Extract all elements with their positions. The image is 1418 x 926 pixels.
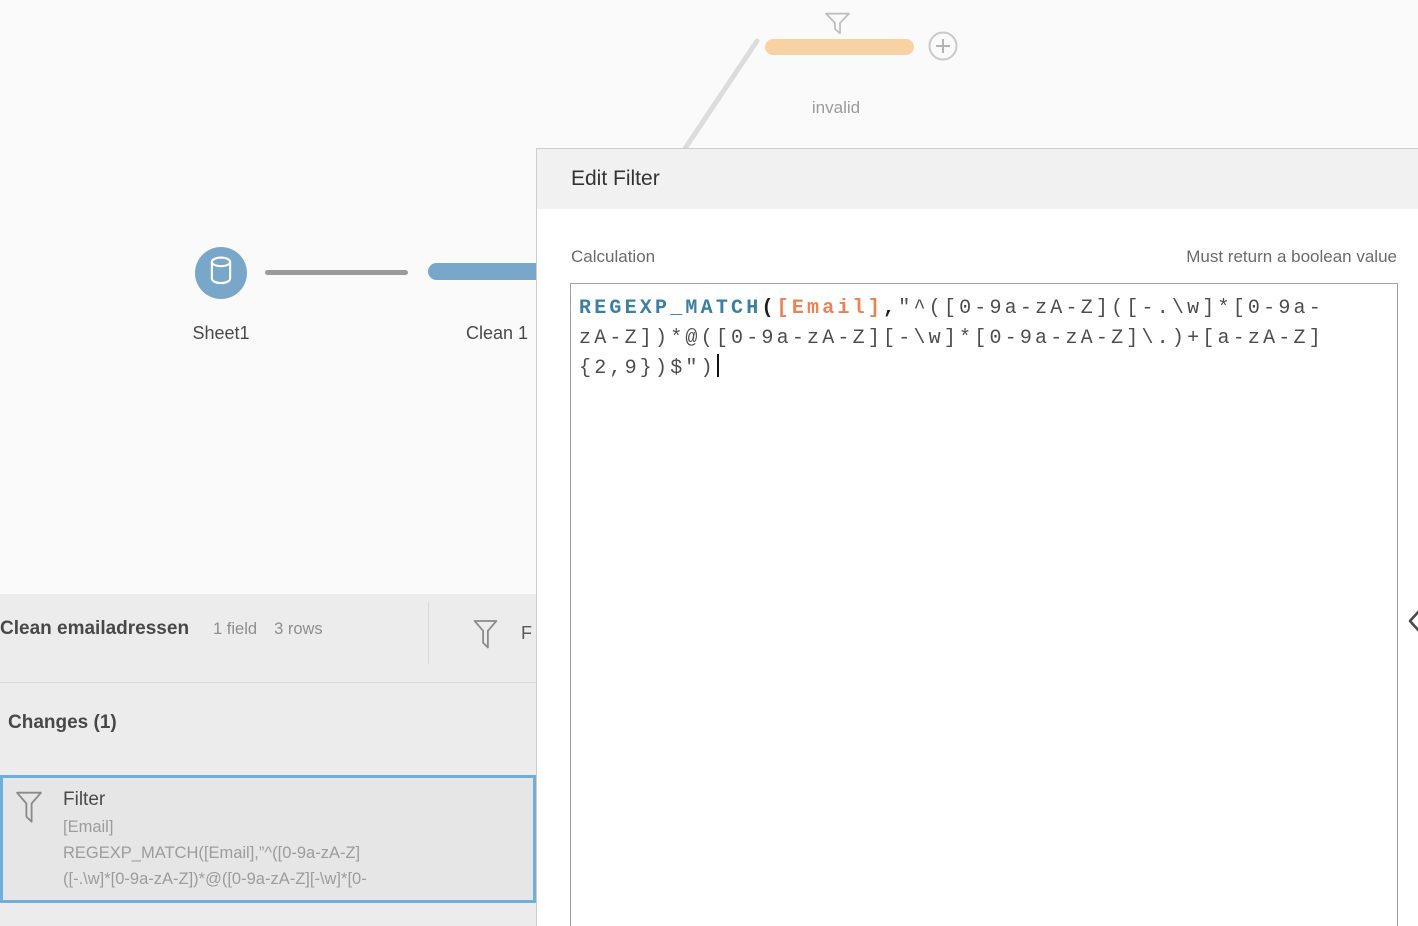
edit-filter-dialog: Edit Filter Calculation Must return a bo…	[536, 148, 1418, 926]
profile-panel-header: Clean emailadressen 1 field 3 rows	[0, 618, 340, 640]
clean1-step-node[interactable]	[428, 263, 558, 280]
change-field: [Email]	[63, 818, 114, 836]
change-expression-line: ([-.\w]*[0-9a-zA-Z])*@([0-9a-zA-Z][-\w]*…	[63, 870, 367, 888]
field-count: 1 field	[213, 620, 258, 638]
panel-horizontal-divider	[0, 682, 536, 683]
collapse-panel-chevron[interactable]	[1406, 607, 1418, 640]
filter-values-funnel-icon[interactable]	[473, 619, 498, 650]
filter-values-button[interactable]: F	[521, 623, 532, 643]
formula-code: REGEXP_MATCH([Email],"^([0-9a-zA-Z]([-.\…	[579, 297, 1324, 380]
database-icon	[208, 256, 234, 290]
dialog-header: Edit Filter	[537, 149, 1418, 209]
step-title: Clean emailadressen	[0, 618, 190, 639]
invalid-step-node[interactable]	[765, 39, 914, 55]
sheet1-node-label: Sheet1	[192, 323, 250, 343]
text-caret	[716, 354, 719, 377]
panel-vertical-divider	[428, 602, 429, 664]
calculation-label: Calculation	[571, 247, 656, 266]
clean1-node-label: Clean 1	[466, 323, 529, 343]
profile-panel: Clean emailadressen 1 field 3 rows F Cha…	[0, 594, 536, 926]
row-count: 3 rows	[274, 620, 323, 638]
change-expression-line: REGEXP_MATCH([Email],”^([0-9a-zA-Z]	[63, 844, 361, 862]
filter-annotation-icon	[824, 12, 851, 35]
flow-edge	[265, 270, 408, 275]
dialog-title: Edit Filter	[571, 167, 660, 190]
sheet1-input-node[interactable]	[195, 247, 247, 299]
change-card-filter[interactable]: Filter [Email] REGEXP_MATCH([Email],”^([…	[0, 775, 536, 903]
change-type: Filter	[63, 789, 106, 810]
changes-header: Changes (1)	[8, 712, 117, 733]
change-card-text: Filter [Email] REGEXP_MATCH([Email],”^([…	[63, 786, 529, 892]
validation-hint: Must return a boolean value	[1186, 247, 1397, 266]
invalid-node-label: invalid	[811, 98, 861, 117]
formula-editor[interactable]: REGEXP_MATCH([Email],"^([0-9a-zA-Z]([-.\…	[570, 283, 1398, 926]
add-step-button[interactable]	[928, 31, 958, 61]
funnel-icon	[15, 791, 43, 824]
